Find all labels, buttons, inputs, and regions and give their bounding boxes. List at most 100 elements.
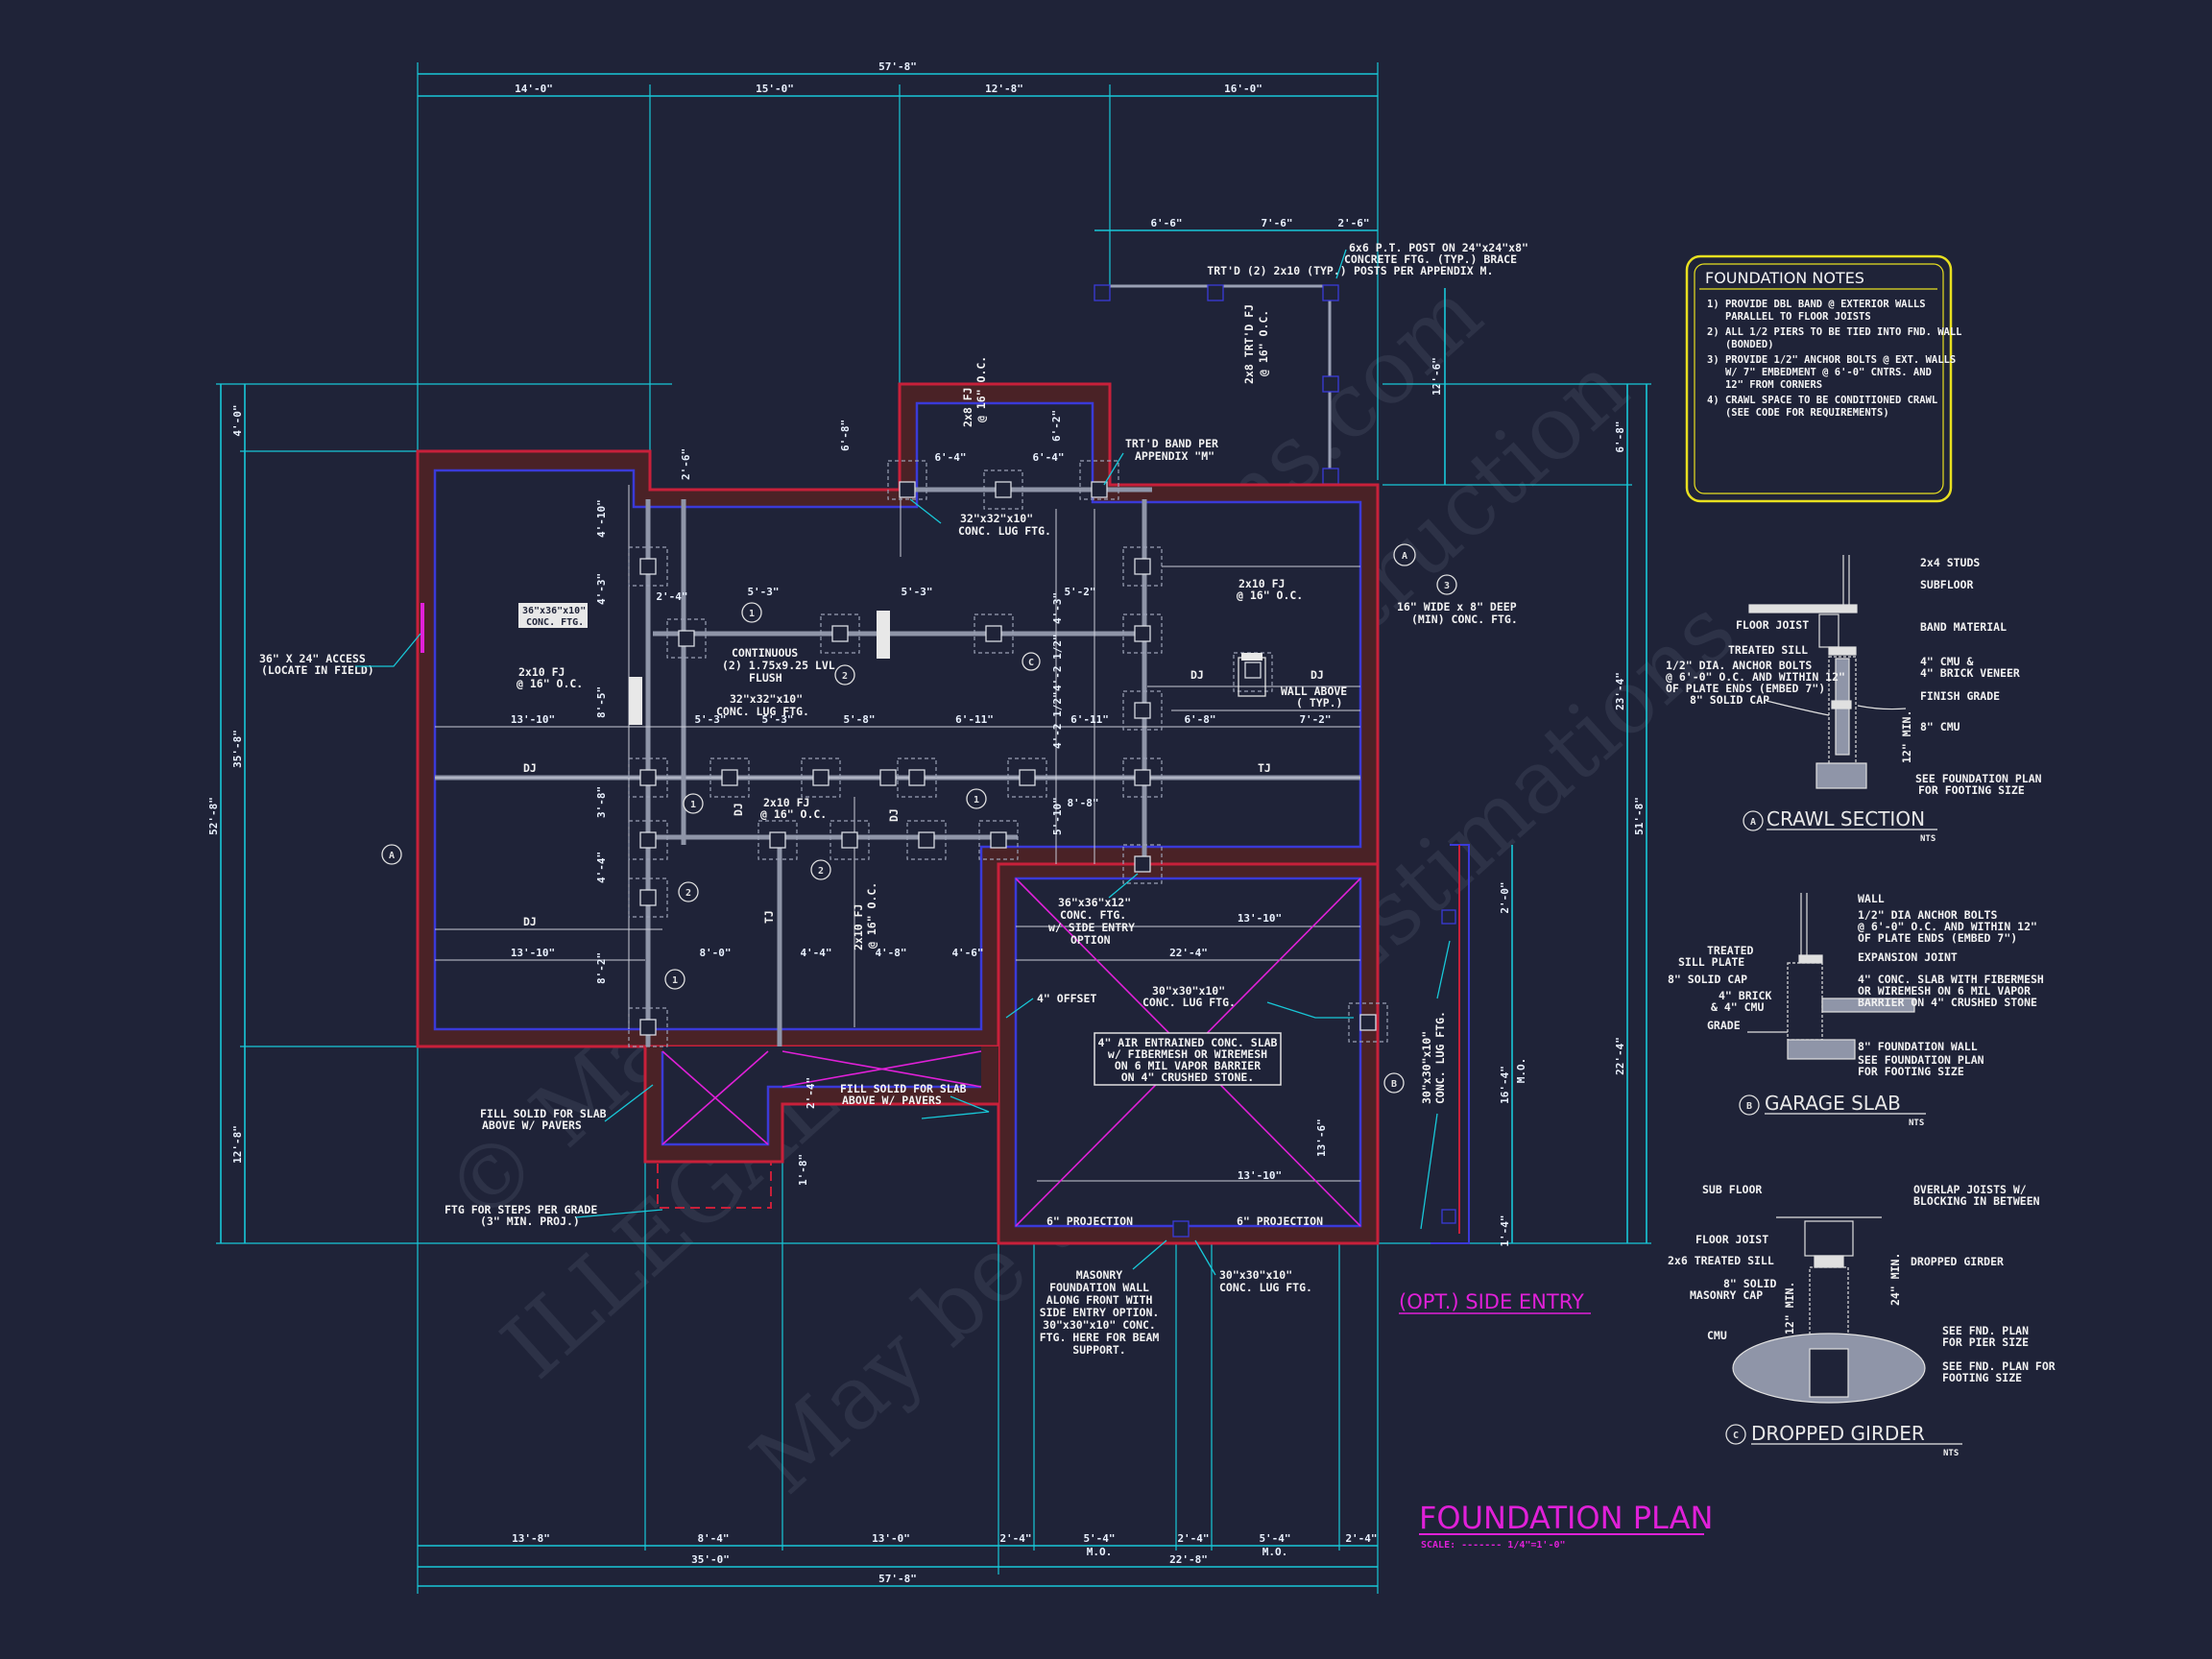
note-ftg-tag-1: 36"x36"x10" <box>522 606 586 616</box>
dim-int-16: 8'-2" <box>595 952 608 984</box>
detail-c-label-8: MASONRY CAP <box>1690 1288 1763 1302</box>
note-side-ftg-1: 36"x36"x12" <box>1058 896 1131 909</box>
front-porch: TRT'D (2) 2x10 (TYP.) 6x6 P.T. POST ON 2… <box>1094 241 1528 485</box>
note-side-lug-2: CONC. LUG FTG. <box>1433 1011 1447 1104</box>
detail-a-label-7: @ 6'-0" O.C. AND WITHIN 12" <box>1666 670 1845 684</box>
bubble-a-left: A <box>389 851 395 861</box>
note-wide-ftg-2: (MIN) CONC. FTG. <box>1411 613 1518 626</box>
dim-int-23: 6'-8" <box>1184 713 1215 726</box>
detail-a-label-11: 8" SOLID CAP <box>1690 693 1769 707</box>
note-porch-fj-2: @ 16" O.C. <box>1257 310 1270 376</box>
detail-b-label-11: BARRIER ON 4" CRUSHED STONE <box>1858 996 2037 1009</box>
note-masonry-3: ALONG FRONT WITH <box>1046 1293 1153 1307</box>
detail-b-label-13: & 4" CMU <box>1711 1000 1764 1014</box>
dim-bay-depth: 6'-8" <box>839 420 852 451</box>
dim-bottom-seg-5: 5'-4" <box>1083 1532 1115 1545</box>
top-dimensions: 57'-8" 14'-0" 15'-0" 12'-8" 16'-0" 6'-6"… <box>417 60 1446 485</box>
note-bay-fj-1: 2x8 FJ <box>961 387 974 427</box>
note-fill-2-2: ABOVE W/ PAVERS <box>842 1094 942 1107</box>
dim-int-13: 8'-5" <box>595 686 608 718</box>
note-slab-3: ON 6 MIL VAPOR BARRIER <box>1115 1059 1261 1072</box>
detail-b-nts: NTS <box>1909 1118 1924 1128</box>
dim-top-seg-2: 15'-0" <box>756 83 794 95</box>
bubble-1d: 1 <box>672 975 678 986</box>
dim-int-31: 13'-10" <box>1238 912 1282 925</box>
note-side-ftg-2: CONC. FTG. <box>1060 908 1126 922</box>
note-masonry-4: SIDE ENTRY OPTION. <box>1040 1306 1160 1319</box>
dim-int-1: 6'-4" <box>934 451 966 464</box>
bubble-b: B <box>1391 1079 1397 1090</box>
dim-bottom-mo-2: M.O. <box>1262 1546 1288 1558</box>
note-slab-1: 4" AIR ENTRAINED CONC. SLAB <box>1098 1036 1278 1049</box>
note-fj-vert-2: @ 16" O.C. <box>865 882 878 949</box>
dim-int-32: 22'-4" <box>1169 947 1208 959</box>
detail-c-label-11: CMU <box>1707 1329 1727 1342</box>
detail-c-letter: C <box>1733 1431 1739 1441</box>
dim-left-mid: 35'-8" <box>231 730 244 768</box>
note-band-1: TRT'D BAND PER <box>1125 437 1218 450</box>
bubble-2a: 2 <box>842 671 848 682</box>
dim-int-15: 4'-4" <box>595 852 608 883</box>
note-porch-fj-1: 2x8 TRT'D FJ <box>1242 304 1256 384</box>
note-fj-small-2: @ 16" O.C. <box>760 807 827 821</box>
note-dj-6: DJ <box>887 808 901 822</box>
note-masonry-5: 30"x30"x10" CONC. <box>1043 1318 1156 1332</box>
foundation-note-line-9: (SEE CODE FOR REQUIREMENTS) <box>1707 407 1889 419</box>
dim-int-10: 4'-2 1/2" <box>1051 634 1064 691</box>
detail-c-label-12: SEE FND. PLAN <box>1942 1324 2029 1337</box>
note-fj-right-1: 2x10 FJ <box>1238 577 1285 590</box>
foundation-note-line-4: (BONDED) <box>1707 339 1774 350</box>
note-fj-right-2: @ 16" O.C. <box>1237 589 1303 602</box>
dim-right-lower: 22'-4" <box>1614 1037 1626 1075</box>
detail-a-label-13: 8" CMU <box>1920 720 1960 733</box>
dim-bottom-mo-1: M.O. <box>1087 1546 1113 1558</box>
note-fj-left-2: @ 16" O.C. <box>517 677 583 690</box>
dim-int-27: 8'-0" <box>699 947 731 959</box>
note-lug1-1: 32"x32"x10" <box>960 512 1033 525</box>
dim-int-12: 5'-10" <box>1051 797 1064 835</box>
detail-c-label-5: 2x6 TREATED SILL <box>1668 1254 1774 1267</box>
note-wall-above-1: WALL ABOVE <box>1281 685 1347 698</box>
dim-top-overall: 57'-8" <box>878 60 917 73</box>
note-dj-5: DJ <box>732 803 745 816</box>
note-slab-4: ON 4" CRUSHED STONE. <box>1121 1070 1254 1084</box>
detail-a-label-15: SEE FOUNDATION PLAN <box>1915 772 2042 785</box>
note-fill-2-1: FILL SOLID FOR SLAB <box>840 1082 967 1095</box>
bubble-2c: 2 <box>685 888 691 899</box>
detail-b-label-1: WALL <box>1858 892 1885 905</box>
note-dj-2: DJ <box>523 915 537 928</box>
dim-bottom-overall: 57'-8" <box>878 1573 917 1585</box>
detail-a-nts: NTS <box>1920 834 1936 844</box>
detail-c-label-1: SUB FLOOR <box>1702 1183 1762 1196</box>
note-bay-fj-2: @ 16" O.C. <box>974 356 988 422</box>
dim-int-19: 5'-3" <box>761 713 793 726</box>
dim-top-seg-4: 16'-0" <box>1224 83 1262 95</box>
detail-a-label-4: BAND MATERIAL <box>1920 620 2007 634</box>
dim-int-6: 5'-2" <box>1064 586 1095 598</box>
dim-side-mo: M.O. <box>1515 1058 1527 1084</box>
detail-b-garage-slab: WALL 1/2" DIA ANCHOR BOLTS @ 6'-0" O.C. … <box>1668 892 2044 1128</box>
detail-b-letter: B <box>1746 1101 1752 1112</box>
note-continuous-1: CONTINUOUS <box>732 646 798 660</box>
note-tj-1: TJ <box>1258 761 1271 775</box>
detail-b-label-14: GRADE <box>1707 1019 1741 1032</box>
detail-b-label-8: 8" SOLID CAP <box>1668 973 1747 986</box>
foundation-notes-box: FOUNDATION NOTES 1) PROVIDE DBL BAND @ E… <box>1685 254 1962 503</box>
dim-bottom-sub-2: 22'-8" <box>1169 1553 1208 1566</box>
foundation-note-line-2: PARALLEL TO FLOOR JOISTS <box>1707 311 1871 323</box>
dim-bottom-seg-6: 2'-4" <box>1177 1532 1209 1545</box>
detail-c-label-7: 8" SOLID <box>1723 1277 1776 1290</box>
sheet-titles: (OPT.) SIDE ENTRY FOUNDATION PLAN SCALE:… <box>1399 1290 1713 1551</box>
dim-int-37: 1'-8" <box>797 1154 809 1186</box>
detail-c-title: DROPPED GIRDER <box>1751 1422 1925 1445</box>
detail-c-label-4: FLOOR JOIST <box>1695 1233 1768 1246</box>
note-side-ftg-4: OPTION <box>1070 933 1111 947</box>
dim-int-25: 8'-8" <box>1067 797 1098 809</box>
dim-int-28: 4'-4" <box>800 947 831 959</box>
note-ftg-tag-2: CONC. FTG. <box>526 617 584 628</box>
dim-right-upper: 6'-8" <box>1614 421 1626 452</box>
note-slab-2: w/ FIBERMESH OR WIREMESH <box>1108 1047 1267 1061</box>
note-access-1: 36" X 24" ACCESS <box>259 652 366 665</box>
note-post-3: POSTS PER APPENDIX M. <box>1354 264 1493 277</box>
